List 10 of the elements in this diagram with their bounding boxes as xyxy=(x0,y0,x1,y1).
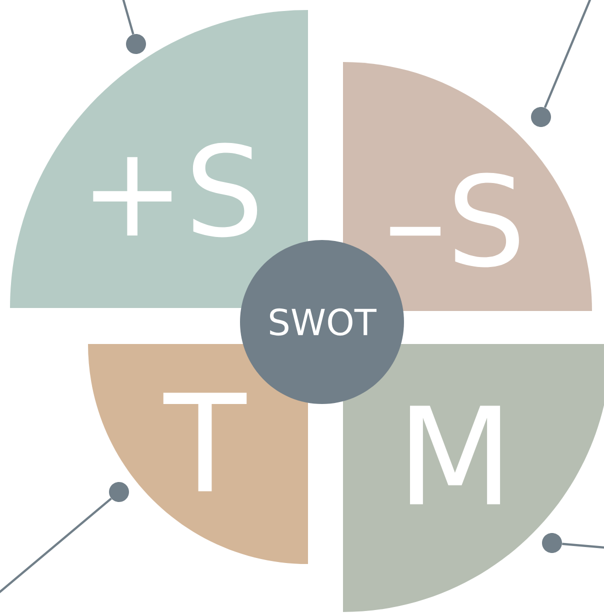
leader-line xyxy=(562,542,604,550)
quarter-circle-sector: M xyxy=(343,344,604,612)
dot xyxy=(542,533,562,553)
quarter-circle-sector: T xyxy=(88,344,308,564)
leader-line xyxy=(120,0,134,34)
dot xyxy=(531,107,551,127)
leader-line xyxy=(544,0,594,108)
dot xyxy=(126,34,146,54)
quarter-circle-sector: +S xyxy=(10,10,308,308)
dot xyxy=(109,482,129,502)
